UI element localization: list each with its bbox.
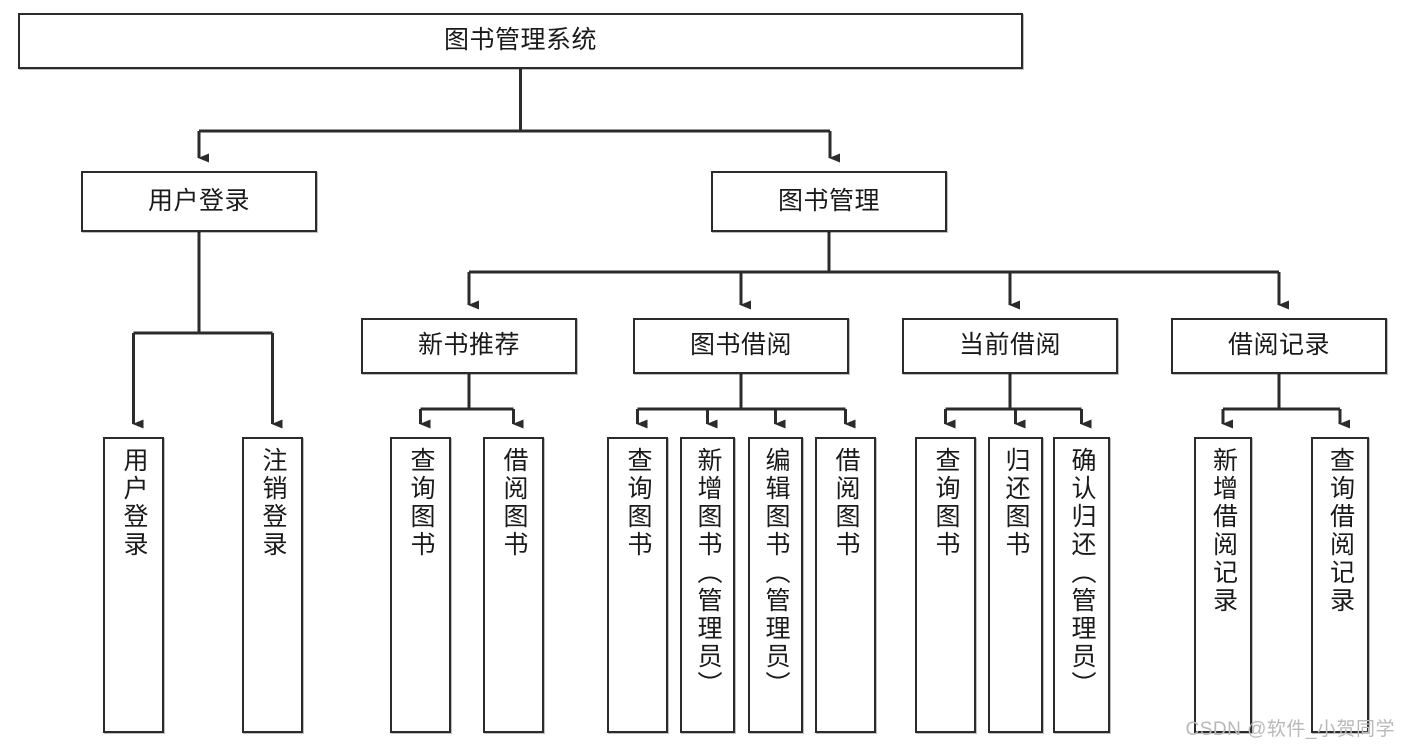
node-book-borrow-label: 图书借阅 (689, 331, 792, 360)
node-leaf-query-book-rec[interactable]: 查询图书 (390, 437, 451, 733)
watermark: CSDN @软件_小贺同学 (1185, 719, 1395, 740)
node-current-borrow-label: 当前借阅 (958, 331, 1061, 360)
node-leaf-borrow-book-rec-label: 借阅图书 (500, 447, 528, 559)
node-leaf-edit-book-admin-label: 编辑图书（管理员） (762, 447, 790, 699)
node-book-management[interactable]: 图书管理 (711, 171, 947, 232)
node-leaf-query-borrow-record[interactable]: 查询借阅记录 (1311, 437, 1369, 733)
node-leaf-query-book-borrow-label: 查询图书 (624, 447, 652, 559)
node-leaf-query-book-current[interactable]: 查询图书 (915, 437, 976, 733)
node-leaf-user-login[interactable]: 用户登录 (103, 437, 164, 733)
node-leaf-query-book-borrow[interactable]: 查询图书 (607, 437, 668, 733)
node-leaf-query-borrow-record-label: 查询借阅记录 (1326, 447, 1355, 615)
node-leaf-query-book-current-label: 查询图书 (932, 447, 960, 559)
node-leaf-confirm-return-admin[interactable]: 确认归还（管理员） (1053, 437, 1110, 733)
node-leaf-logout-label: 注销登录 (259, 447, 287, 559)
node-leaf-return-book[interactable]: 归还图书 (988, 437, 1043, 733)
node-book-borrow[interactable]: 图书借阅 (633, 318, 849, 374)
node-user-login-label: 用户登录 (147, 186, 250, 215)
node-borrow-records-label: 借阅记录 (1227, 331, 1330, 360)
node-leaf-borrow-book-rec[interactable]: 借阅图书 (483, 437, 544, 733)
node-leaf-add-borrow-record[interactable]: 新增借阅记录 (1194, 437, 1252, 733)
node-new-book-recommend[interactable]: 新书推荐 (361, 318, 577, 374)
node-leaf-edit-book-admin[interactable]: 编辑图书（管理员） (748, 437, 803, 733)
node-borrow-records[interactable]: 借阅记录 (1171, 318, 1387, 374)
node-new-book-recommend-label: 新书推荐 (417, 331, 520, 360)
node-leaf-borrow-book[interactable]: 借阅图书 (815, 437, 876, 733)
node-user-login[interactable]: 用户登录 (81, 171, 317, 232)
node-leaf-return-book-label: 归还图书 (1002, 447, 1030, 559)
node-leaf-add-borrow-record-label: 新增借阅记录 (1209, 447, 1238, 615)
node-leaf-add-book-admin[interactable]: 新增图书（管理员） (680, 437, 735, 733)
node-root-label: 图书管理系统 (443, 26, 597, 55)
node-leaf-query-book-rec-label: 查询图书 (407, 447, 435, 559)
node-current-borrow[interactable]: 当前借阅 (902, 318, 1118, 374)
node-leaf-user-login-label: 用户登录 (120, 447, 148, 559)
node-leaf-add-book-admin-label: 新增图书（管理员） (694, 447, 722, 699)
node-leaf-logout[interactable]: 注销登录 (242, 437, 303, 733)
node-leaf-borrow-book-label: 借阅图书 (832, 447, 860, 559)
node-book-management-label: 图书管理 (777, 186, 880, 215)
node-leaf-confirm-return-admin-label: 确认归还（管理员） (1068, 447, 1096, 699)
node-root[interactable]: 图书管理系统 (18, 13, 1023, 69)
